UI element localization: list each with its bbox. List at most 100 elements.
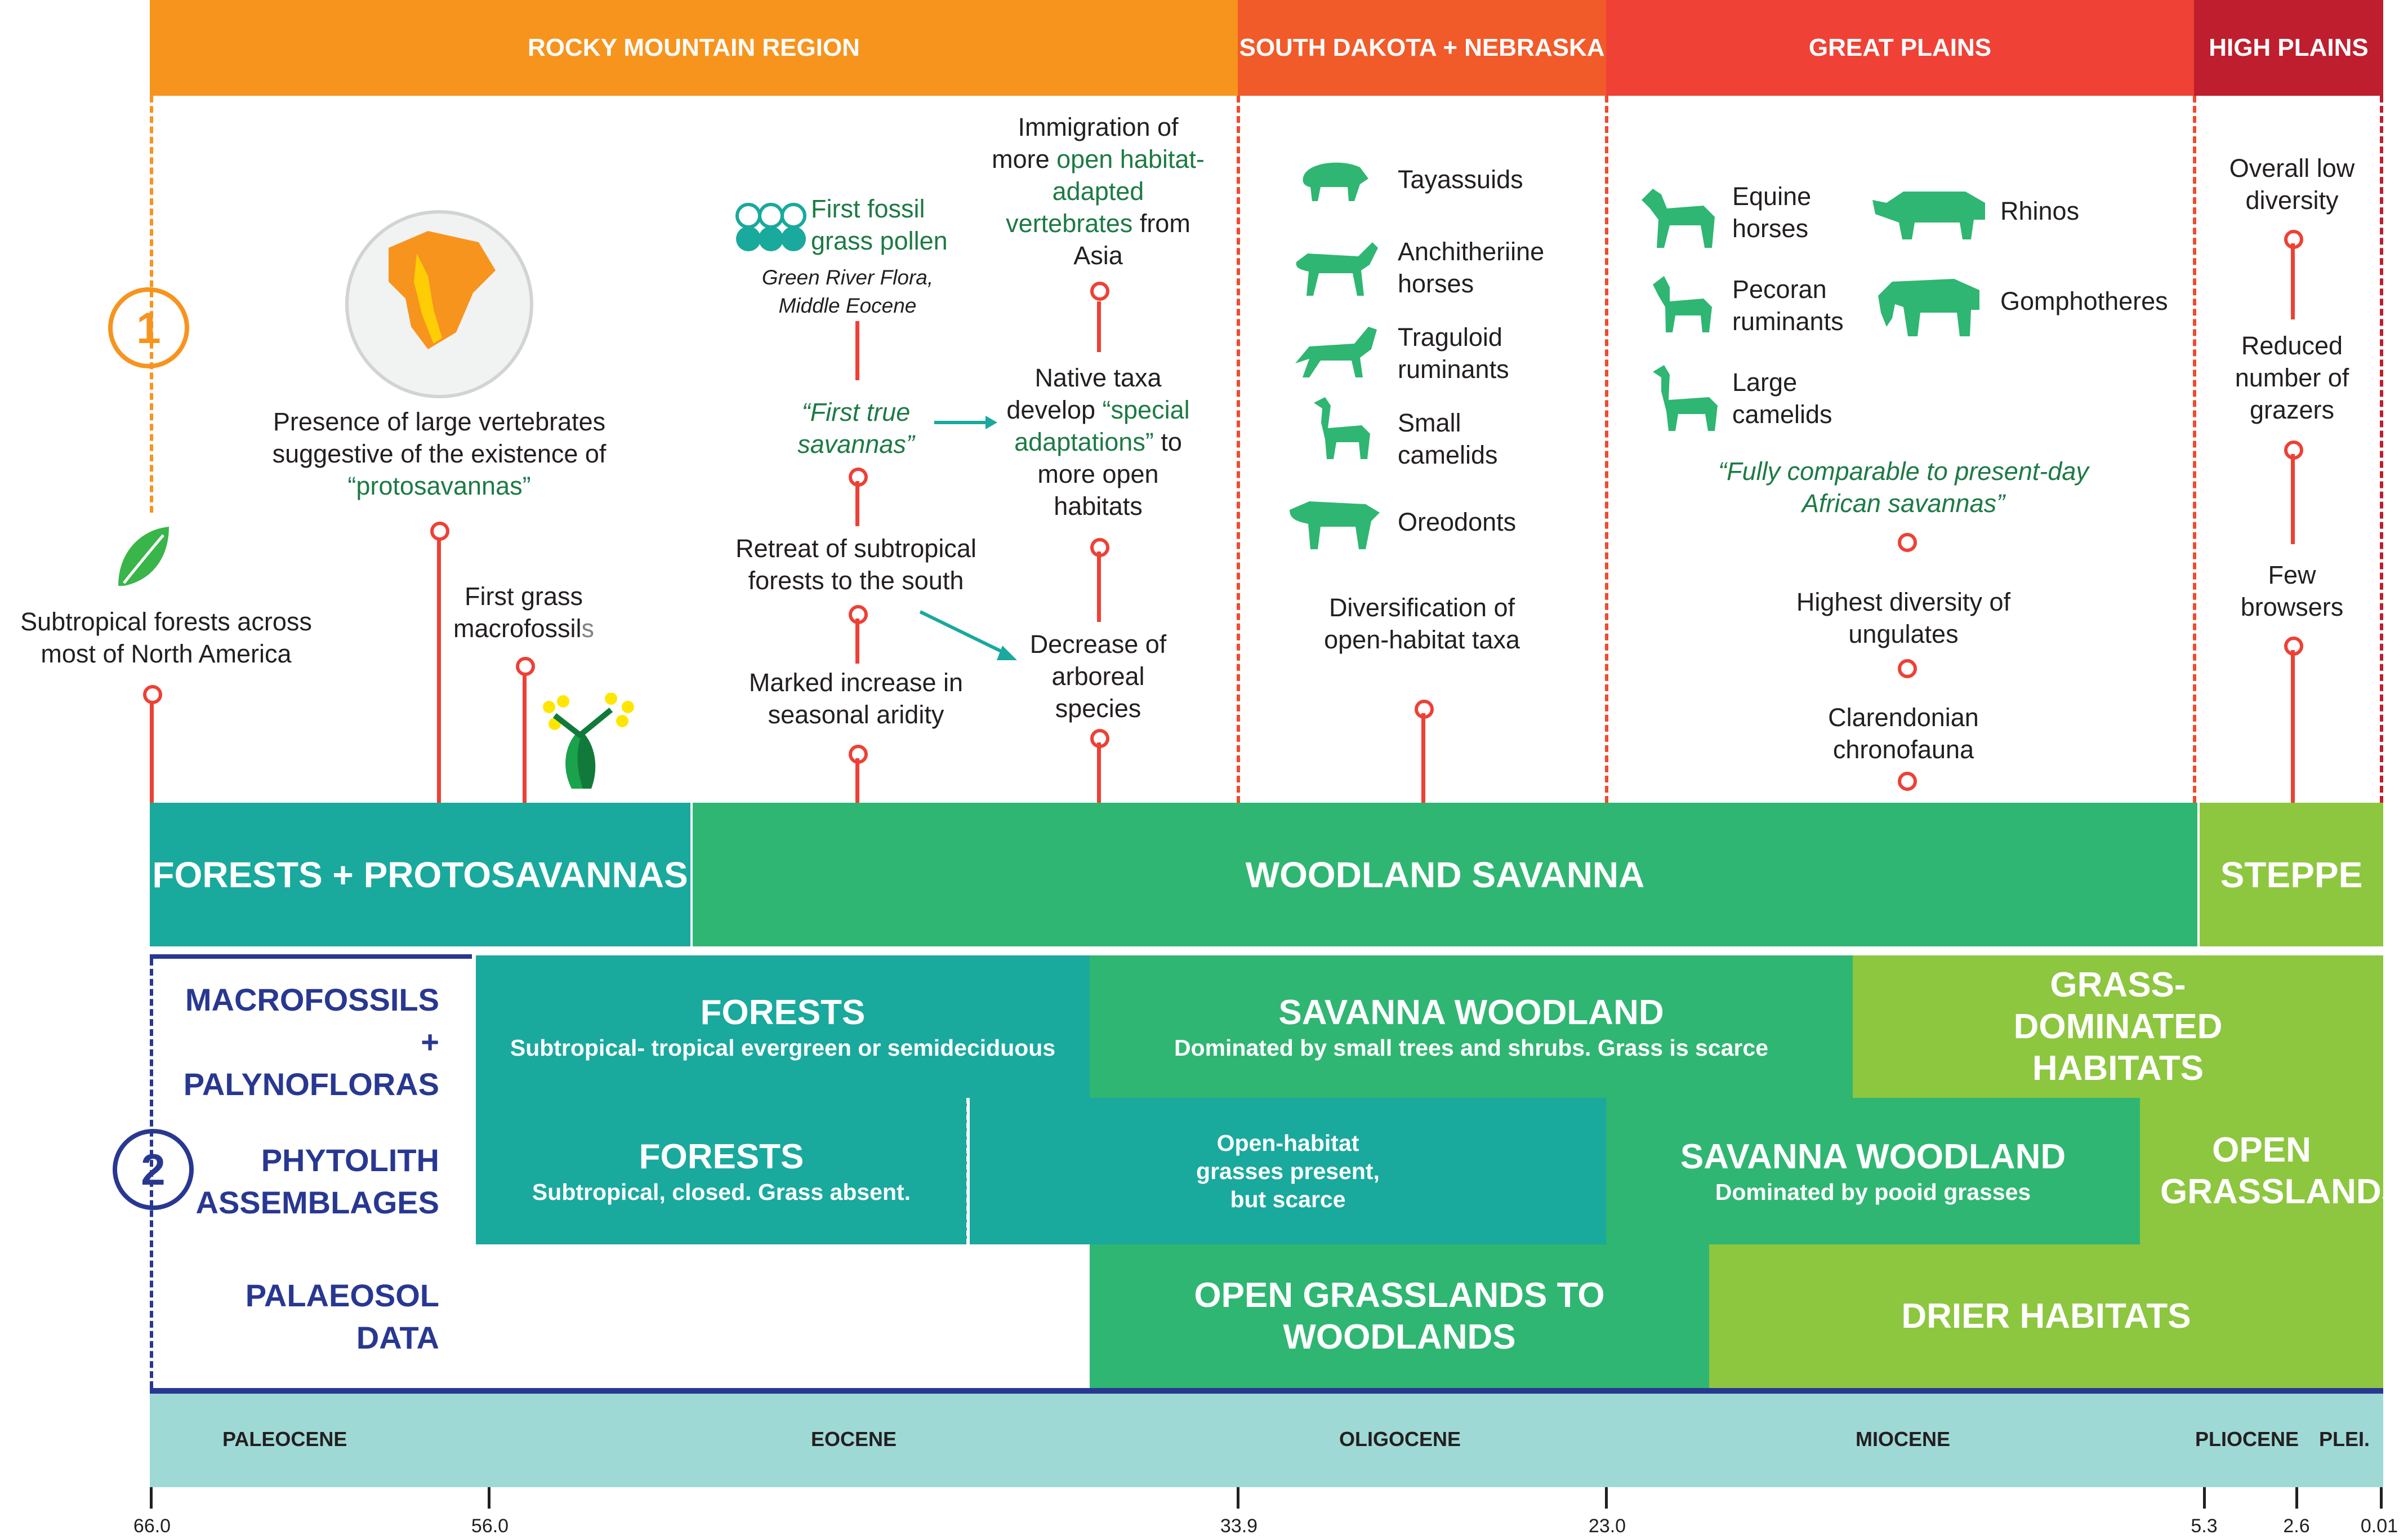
region-divider bbox=[1237, 96, 1240, 803]
phyto-forests-subtitle: Subtropical, closed. Grass absent. bbox=[532, 1179, 911, 1205]
band-steppe: STEPPE bbox=[2200, 803, 2383, 946]
arrow-icon bbox=[934, 416, 997, 429]
animal-tayassuids: Tayassuids bbox=[1398, 165, 1523, 194]
event-pin bbox=[516, 657, 535, 676]
macro-forests-title: FORESTS bbox=[700, 993, 866, 1032]
tick-56 bbox=[488, 1487, 490, 1509]
event-stem bbox=[1421, 713, 1425, 803]
event-stem bbox=[855, 619, 859, 664]
marker-one: 1 bbox=[108, 287, 189, 368]
event-stem bbox=[1097, 742, 1101, 803]
animal-oreodonts: Oreodonts bbox=[1398, 508, 1517, 536]
event-decrease-arboreal: Decrease of arboreal species bbox=[1029, 630, 1167, 723]
animal-anchitheriine: Anchitheriine horses bbox=[1398, 237, 1545, 298]
tick-23 bbox=[1605, 1487, 1608, 1509]
palaeo-open-to-woodlands-title: OPEN GRASSLANDS TO WOODLANDS bbox=[1194, 1275, 1605, 1356]
animal-rhinos: Rhinos bbox=[2000, 197, 2080, 225]
animal-equine: Equine horses bbox=[1732, 182, 1812, 243]
event-first-grass-suffix: s bbox=[581, 614, 595, 643]
animal-pecoran: Pecoran ruminants bbox=[1732, 275, 1844, 336]
phyto-open-habitat: Open-habitat grasses present, but scarce bbox=[970, 1098, 1606, 1244]
event-green-river-line2: Middle Eocene bbox=[778, 294, 917, 317]
animal-traguloid: Traguloid ruminants bbox=[1398, 323, 1509, 384]
region-south-dakota-nebraska: SOUTH DAKOTA + NEBRASKA bbox=[1238, 0, 1606, 96]
event-immigration: Immigration of more open habitat-adapted… bbox=[991, 111, 1205, 272]
pollen-icon bbox=[735, 203, 806, 251]
animal-large-camelids: Large camelids bbox=[1732, 368, 1832, 429]
region-rocky-label: ROCKY MOUNTAIN REGION bbox=[528, 34, 860, 61]
macro-savanna-woodland: SAVANNA WOODLAND Dominated by small tree… bbox=[1090, 955, 1853, 1098]
pecoran-icon bbox=[1653, 276, 1712, 332]
region-rocky-mountain: ROCKY MOUNTAIN REGION bbox=[150, 0, 1238, 96]
event-fully-comparable: “Fully comparable to present-day African… bbox=[1718, 457, 2089, 518]
event-retreat-subtropical: Retreat of subtropical forests to the so… bbox=[735, 534, 976, 595]
tick-66 bbox=[150, 1487, 153, 1509]
row-label-macrofossils: MACROFOSSILS + PALYNOFLORAS bbox=[183, 982, 439, 1102]
arrow-icon bbox=[919, 610, 1017, 660]
tick-label-23: 23.0 bbox=[1588, 1515, 1626, 1537]
grass-plant-icon bbox=[543, 693, 634, 789]
traguloid-icon bbox=[1295, 327, 1377, 377]
band-woodland-savanna: WOODLAND SAVANNA bbox=[693, 803, 2197, 946]
event-first-grass-text: First grass macrofossil bbox=[453, 582, 583, 643]
region-great-plains: GREAT PLAINS bbox=[1606, 0, 2194, 96]
band-forests-protosavannas-label: FORESTS + PROTOSAVANNAS bbox=[152, 854, 688, 895]
leaf-icon bbox=[118, 527, 169, 586]
epoch-pleistocene: PLEI. bbox=[2319, 1427, 2370, 1451]
phyto-forests: FORESTS Subtropical, closed. Grass absen… bbox=[476, 1098, 967, 1244]
animal-gomphotheres: Gomphotheres bbox=[2000, 287, 2168, 315]
event-first-fossil-pollen: First fossil grass pollen bbox=[811, 193, 991, 257]
event-clarendonian: Clarendonian chronofauna bbox=[1828, 703, 1979, 764]
timeline-epoch-bar bbox=[150, 1394, 2383, 1487]
event-immigration-a: Immigration of more bbox=[992, 113, 1179, 174]
event-pin bbox=[1898, 533, 1917, 552]
rhino-icon bbox=[1872, 192, 1985, 239]
event-reduced-grazers: Reduced number of grazers bbox=[2235, 331, 2349, 424]
palaeo-open-to-woodlands: OPEN GRASSLANDS TO WOODLANDS bbox=[1090, 1244, 1709, 1388]
event-subtropical-forests: Subtropical forests across most of North… bbox=[20, 607, 312, 668]
macro-grass-dominated: GRASS-DOMINATED HABITATS bbox=[1853, 955, 2383, 1098]
tick-label-001: 0.01 bbox=[2360, 1515, 2398, 1537]
oreodont-icon bbox=[1290, 501, 1380, 549]
phyto-open-grasslands: OPEN GRASSLANDS bbox=[2140, 1098, 2405, 1244]
event-pollen-line2: grass pollen bbox=[811, 226, 948, 255]
event-diversification: Diversification of open-habitat taxa bbox=[1324, 593, 1520, 654]
event-stem bbox=[437, 535, 441, 803]
marker-two-label: 2 bbox=[141, 1144, 166, 1194]
band-steppe-label: STEPPE bbox=[2220, 854, 2363, 895]
large-camelid-icon bbox=[1653, 365, 1718, 431]
event-stem bbox=[523, 670, 527, 803]
event-overall-low-diversity: Overall low diversity bbox=[2229, 154, 2355, 215]
animal-small-camelids: Small camelids bbox=[1398, 408, 1498, 469]
event-stem bbox=[1097, 551, 1101, 622]
macro-savanna-woodland-subtitle: Dominated by small trees and shrubs. Gra… bbox=[1174, 1034, 1769, 1061]
tick-label-53: 5.3 bbox=[2191, 1515, 2218, 1537]
event-first-grass-macrofossils: First grass macrofossils bbox=[445, 580, 603, 644]
macro-savanna-woodland-title: SAVANNA WOODLAND bbox=[1278, 993, 1664, 1032]
horse-icon bbox=[1296, 242, 1378, 296]
event-large-vertebrates: Presence of large vertebrates suggestive… bbox=[265, 406, 614, 502]
event-stem bbox=[2291, 243, 2295, 319]
tick-label-26: 2.6 bbox=[2283, 1515, 2310, 1537]
macro-forests-subtitle: Subtropical- tropical evergreen or semid… bbox=[510, 1034, 1056, 1061]
phyto-divider bbox=[966, 1098, 969, 1244]
marker-one-label: 1 bbox=[136, 303, 161, 353]
gomphothere-icon bbox=[1878, 279, 1979, 336]
band-forests-protosavannas: FORESTS + PROTOSAVANNAS bbox=[150, 803, 690, 946]
small-camelid-icon bbox=[1314, 397, 1370, 459]
event-stem bbox=[855, 321, 859, 380]
timeline-rule bbox=[150, 1388, 2383, 1394]
event-green-river-flora: Green River Flora, Middle Eocene bbox=[732, 264, 963, 320]
event-immigration-b: open habitat-adapted vertebrates bbox=[1006, 145, 1205, 238]
section-two-top-rule bbox=[150, 954, 472, 959]
epoch-oligocene: OLIGOCENE bbox=[1339, 1427, 1461, 1451]
tick-label-66: 66.0 bbox=[133, 1515, 171, 1537]
globe-icon bbox=[345, 210, 533, 398]
palaeo-drier-habitats-title: DRIER HABITATS bbox=[1901, 1296, 2191, 1336]
event-native-a: Native taxa develop bbox=[1006, 363, 1162, 424]
event-pin bbox=[143, 685, 162, 704]
row-label-phytolith: PHYTOLITH ASSEMBLAGES bbox=[195, 1142, 440, 1220]
event-protosavannas-text: “protosavannas” bbox=[347, 472, 531, 500]
region-divider bbox=[2380, 96, 2383, 803]
event-stem bbox=[1097, 301, 1101, 352]
